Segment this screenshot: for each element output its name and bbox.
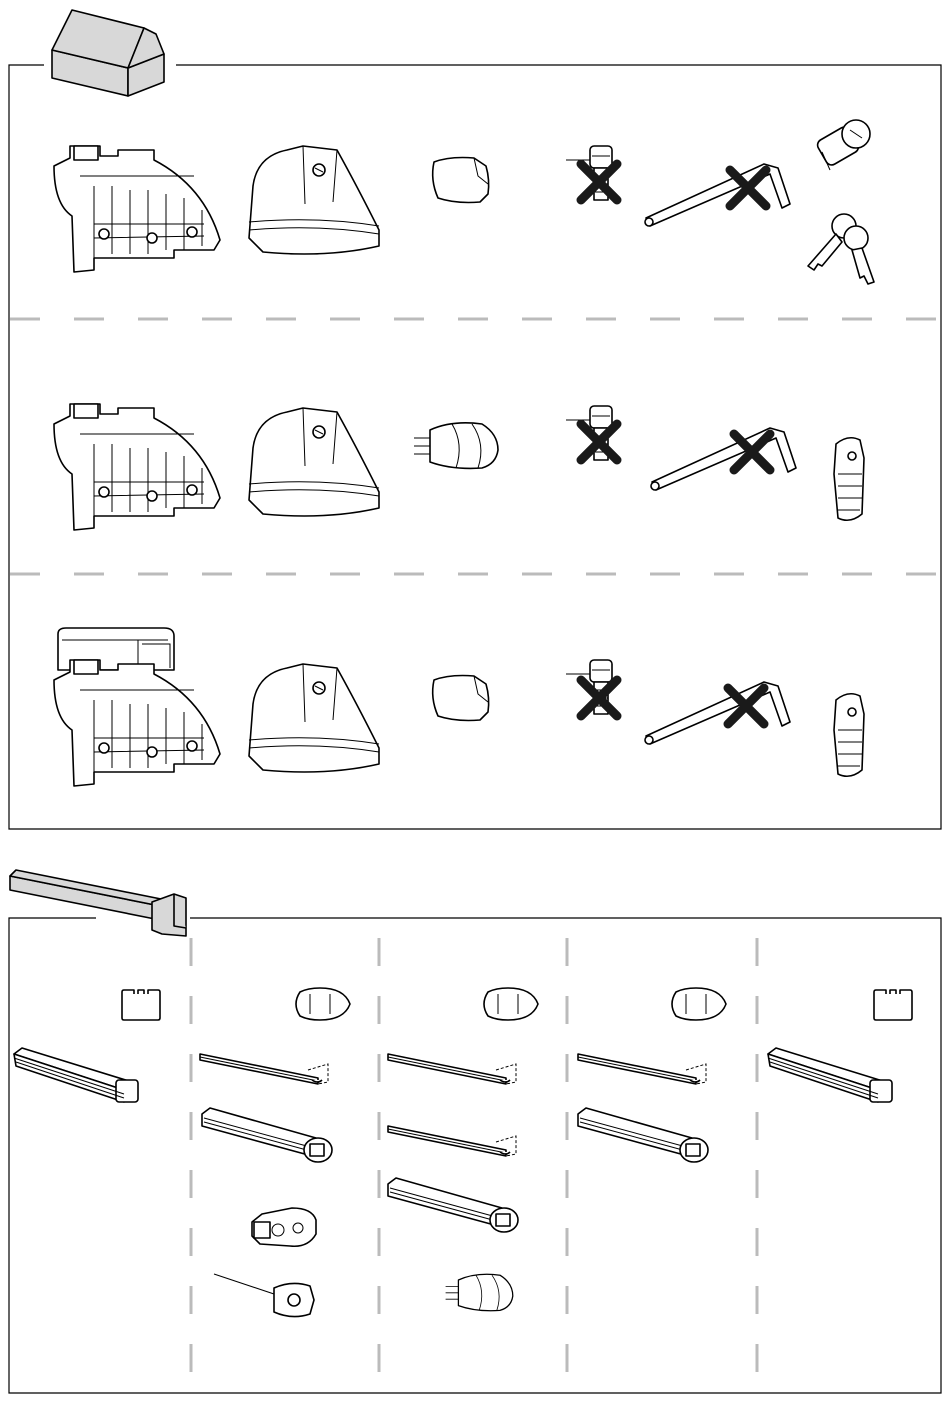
foot-row-1 <box>54 120 874 284</box>
aero-profile-icon <box>296 988 350 1020</box>
bar-adapter <box>252 1208 316 1246</box>
square-profile-icon <box>874 990 912 1020</box>
bar-end-plug <box>414 423 498 469</box>
allen-key-icon <box>645 682 790 744</box>
foot-cover <box>249 146 379 254</box>
square-bar <box>768 1048 892 1102</box>
slot-strip <box>200 1054 328 1084</box>
square-profile-icon <box>122 990 160 1020</box>
bar-column-1 <box>14 990 160 1102</box>
lock-key-tool-icon <box>834 694 864 777</box>
bolt-excluded <box>566 406 617 460</box>
aero-profile-icon <box>484 988 538 1020</box>
lock-key-tool-icon <box>834 438 864 521</box>
square-bar <box>14 1048 138 1102</box>
aero-bar <box>202 1108 332 1162</box>
bolt-excluded <box>566 660 617 716</box>
allen-key-icon <box>651 428 796 490</box>
slot-strip <box>388 1126 516 1156</box>
foot-row-3 <box>54 628 864 786</box>
foot-cover <box>249 664 379 772</box>
end-cap <box>433 676 489 721</box>
package-box-icon <box>52 10 164 96</box>
foot-cover <box>249 408 379 516</box>
slot-strip <box>388 1054 516 1084</box>
foot-bracket <box>54 660 220 786</box>
aero-bar <box>578 1108 708 1162</box>
foot-bracket <box>54 404 220 530</box>
lock-cylinder-icon <box>815 120 870 170</box>
bar-column-4 <box>578 988 726 1162</box>
keys-icon <box>808 214 874 284</box>
allen-key-excluded <box>645 164 790 226</box>
slot-strip <box>578 1054 706 1084</box>
end-cap <box>433 158 489 203</box>
load-bar-icon <box>10 870 186 936</box>
bar-end-plug <box>446 1274 513 1310</box>
bar-column-5 <box>768 990 912 1102</box>
allen-key-excluded <box>651 428 796 490</box>
aero-profile-icon <box>672 988 726 1020</box>
bar-end-with-cable <box>214 1274 314 1317</box>
foot-row-2 <box>54 404 864 530</box>
allen-key-excluded <box>645 682 790 744</box>
foot-bracket <box>54 146 220 272</box>
bar-column-2 <box>200 988 350 1317</box>
bar-column-3 <box>388 988 538 1311</box>
aero-bar <box>388 1178 518 1232</box>
bolt-excluded <box>566 146 617 200</box>
